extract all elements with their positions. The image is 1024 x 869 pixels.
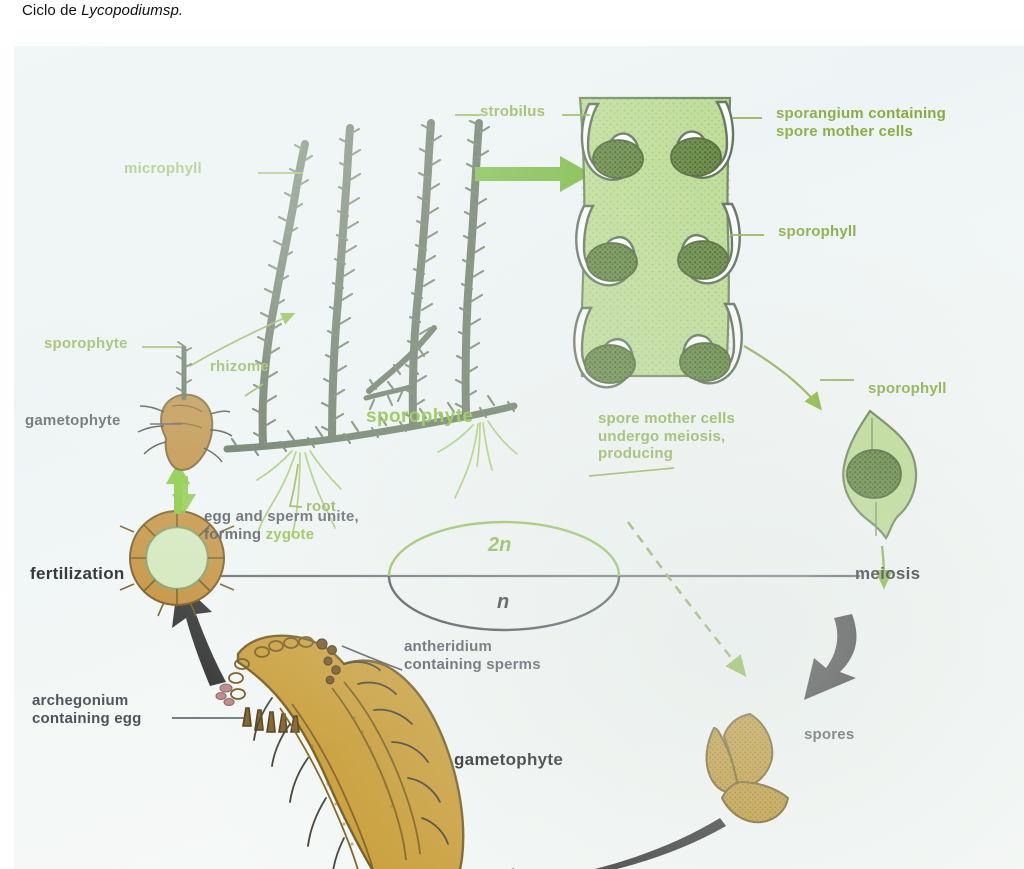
ploidy-cycle-ellipse [387, 520, 621, 632]
caption-prefix: Ciclo de [22, 2, 82, 19]
label-strobilus: strobilus [480, 103, 546, 120]
arrow-strobilus-to-sporophyll [743, 345, 823, 411]
label-fertilization: fertilization [30, 564, 125, 583]
label-antheridium: antheridium containing sperms [404, 638, 541, 673]
life-cycle-figure: microphyll strobilus sporangium containi… [14, 46, 1024, 869]
strobilus-section-illustration [573, 96, 743, 389]
sporangia-masses [584, 137, 731, 384]
label-sporophyll-right: sporophyll [868, 380, 947, 397]
arrow-meiosis-to-spores [804, 614, 857, 700]
label-sporophyte-small: sporophyte [44, 335, 128, 352]
label-gametophyte-small: gametophyte [25, 412, 121, 429]
egg-sperm-line2-prefix: forming [204, 525, 266, 543]
arrow-spores-to-gametophyte [511, 818, 726, 869]
sporophyte-plant-illustration [223, 119, 518, 453]
caption-species: Lycopodiumsp. [81, 2, 184, 19]
arrow-meiosis-dashed [626, 521, 747, 678]
label-haploid: n [497, 591, 510, 613]
microphyll-leaves [230, 119, 516, 457]
label-diploid: 2n [488, 534, 512, 556]
label-meiosis: meiosis [855, 564, 921, 583]
root-fibers [256, 420, 518, 537]
life-cycle-illustration [119, 96, 918, 869]
detached-sporophyll-illustration [842, 409, 918, 540]
label-microphyll: microphyll [124, 160, 202, 177]
arrow-sporophyll-to-meiosis [874, 545, 893, 590]
zygote-illustration [119, 462, 235, 617]
page-title: Ciclo de Lycopodiumsp. [22, 2, 183, 19]
label-rhizome: rhizome [210, 358, 269, 375]
spore-tetrad-illustration [705, 712, 790, 824]
label-spore-mother-cells: spore mother cells undergo meiosis, prod… [598, 410, 735, 463]
egg-sperm-line1: egg and sperm unite, [204, 508, 359, 525]
label-archegonium: archegonium containing egg [32, 692, 142, 727]
label-spores: spores [804, 726, 855, 743]
mature-gametophyte-illustration [215, 634, 465, 869]
label-sporophyte-bold: sporophyte [366, 406, 474, 427]
young-sporophyte-illustration [137, 341, 233, 514]
label-sporophyll-top: sporophyll [778, 223, 857, 240]
label-egg-sperm: egg and sperm unite,forming zygote [204, 508, 359, 543]
green-leader-lines [142, 114, 854, 508]
arrow-gametophyte-to-fertilization [172, 580, 226, 686]
dark-leader-lines [150, 423, 850, 719]
label-root: root [306, 498, 336, 515]
egg-sperm-zygote: zygote [265, 525, 315, 543]
arrow-plant-to-strobilus [475, 156, 592, 192]
label-gametophyte-bold: gametophyte [454, 750, 564, 769]
label-sporangium: sporangium containing spore mother cells [776, 105, 947, 140]
